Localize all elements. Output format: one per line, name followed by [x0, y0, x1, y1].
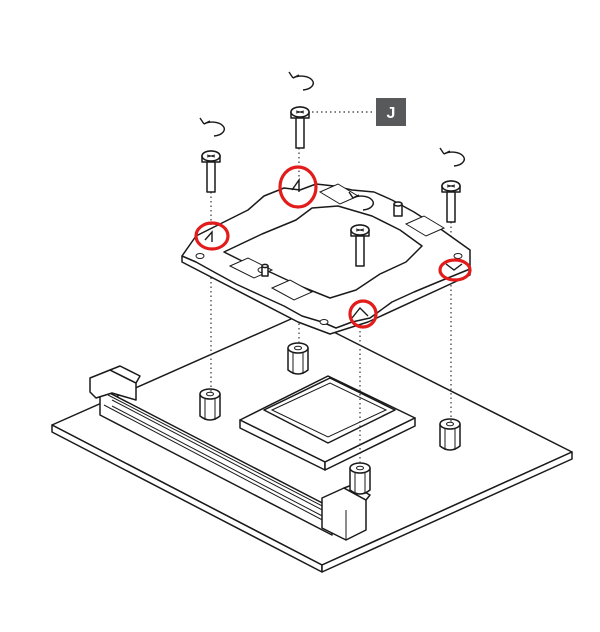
standoff-top	[287, 342, 309, 375]
callout-label: J	[376, 98, 406, 126]
highlight-circles	[194, 165, 472, 329]
rotate-arrow-icon	[439, 147, 465, 167]
screw-top-icon	[290, 106, 310, 149]
highlight-circle-icon	[194, 221, 230, 251]
screw-right-icon	[441, 180, 461, 223]
rotate-arrow-icon	[199, 117, 225, 137]
callout-letter: J	[387, 105, 396, 122]
highlight-circle-icon	[348, 299, 378, 329]
standoff-right	[439, 418, 461, 451]
standoff-bottom	[349, 462, 371, 495]
retention-bracket	[181, 177, 471, 335]
rotate-arrow-icon	[348, 191, 374, 211]
screw-left-icon	[201, 150, 221, 193]
standoff-left	[199, 388, 221, 421]
memory-slot	[89, 365, 371, 541]
screw-center-icon	[350, 224, 370, 267]
cpu-socket	[239, 375, 416, 471]
highlight-circle-icon	[438, 258, 472, 282]
highlight-circle-icon	[278, 165, 318, 209]
rotate-arrow-icon	[288, 71, 314, 91]
